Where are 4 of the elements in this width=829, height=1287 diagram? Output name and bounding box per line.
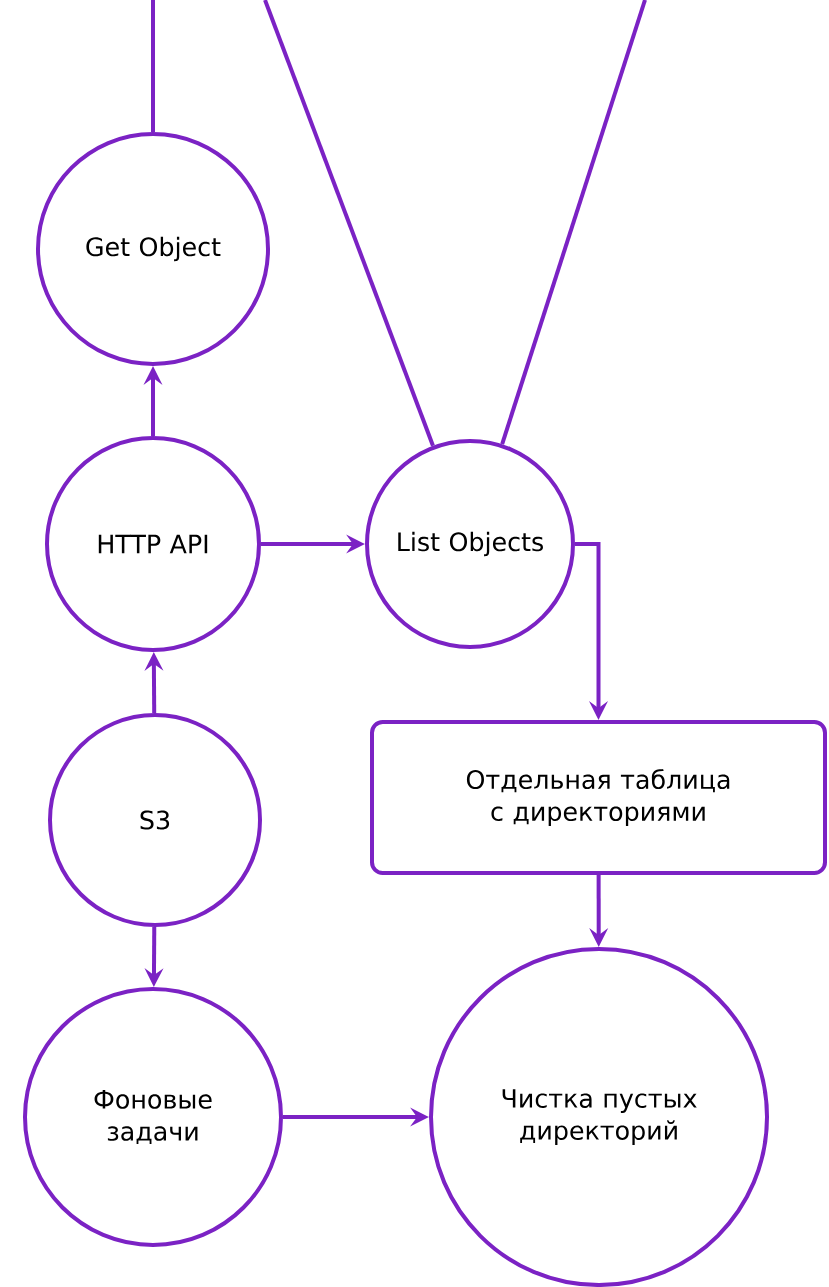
connector-line	[263, 0, 435, 447]
process-box: Отдельная таблица с директориями	[370, 720, 827, 875]
connector-line	[500, 0, 647, 445]
connector-line	[151, 0, 155, 132]
